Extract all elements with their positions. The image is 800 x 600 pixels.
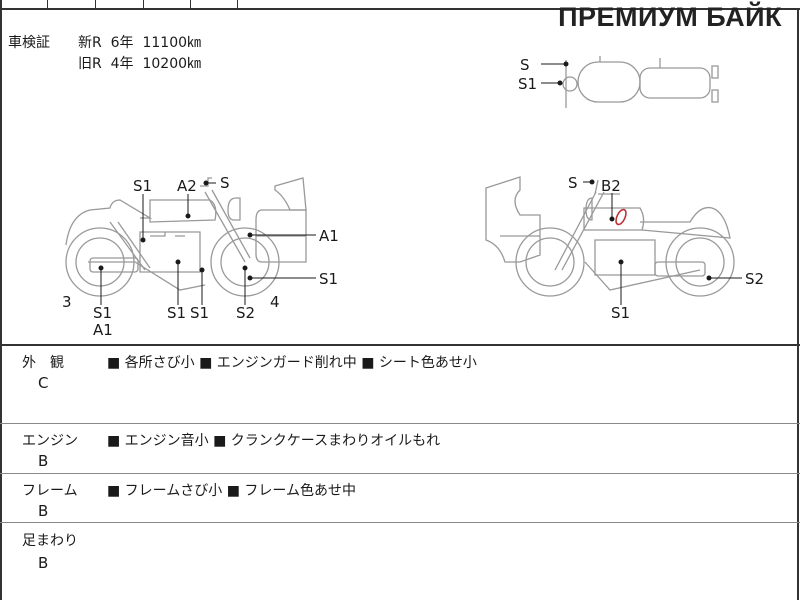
damage-mark [615,208,627,226]
inspection-line: 旧R 4年 10200㎞ [78,54,201,75]
label-a1: A1 [93,321,113,339]
inspection-line: 新R 6年 11100㎞ [78,33,201,54]
row-content: ■ 各所さび小 ■ エンジンガード削れ中 ■ シート色あせ小 [107,355,477,371]
row-content: ■ フレームさび小 ■ フレーム色あせ中 [107,483,356,499]
cert-years: 4年 [110,56,134,72]
row-content: ■ エンジン音小 ■ クランクケースまわりオイルもれ [107,433,441,449]
label-3: 3 [62,293,72,311]
left-border [0,0,2,600]
label-s2: S2 [236,304,255,322]
inspection-info: 車検証 新R 6年 11100㎞ 旧R 4年 10200㎞ [8,33,201,72]
label-s: S [568,174,578,192]
label-s: S [220,174,230,192]
damage-diagram: S S1 S1 A2 S A1 S1 3 4 S1 A1 S1 S1 S2 S … [62,56,764,339]
label-s: S [520,56,530,74]
header-cell [96,0,144,8]
cert-km: 10200㎞ [142,56,202,72]
bike-right-view [485,176,735,297]
header-cell [144,0,191,8]
label-4: 4 [270,293,280,311]
row-label: 外 観 [22,355,64,371]
label-s1: S1 [611,304,630,322]
label-s1: S1 [93,304,112,322]
row-grade: B [38,554,49,572]
cert-km: 11100㎞ [142,35,202,51]
divider [0,522,800,523]
divider [0,473,800,474]
label-a2: A2 [177,177,197,195]
header-cell [191,0,238,8]
divider [0,423,800,424]
row-label: フレーム [22,483,78,499]
right-border [797,10,799,600]
row-grade: B [38,452,49,470]
header-cell [48,0,96,8]
label-s1: S1 [133,177,152,195]
label-s1: S1 [319,270,338,288]
cert-type: 新R [78,35,102,51]
header-cell [0,0,48,8]
row-grade: C [38,374,49,392]
bike-left-view [65,177,307,297]
row-label: エンジン [22,433,78,449]
label-s1: S1 [190,304,209,322]
cert-years: 6年 [110,35,134,51]
label-s1: S1 [518,75,537,93]
bike-top-view [562,56,719,108]
label-b2: B2 [601,177,621,195]
cert-type: 旧R [78,56,102,72]
label-s2: S2 [745,270,764,288]
divider [0,8,800,10]
row-grade: B [38,502,49,520]
row-label: 足まわり [22,533,78,549]
divider [0,344,800,346]
label-s1: S1 [167,304,186,322]
label-a1: A1 [319,227,339,245]
inspection-label: 車検証 [8,35,50,51]
brand-logo: ПРЕМИУМ БАЙК [558,2,782,32]
